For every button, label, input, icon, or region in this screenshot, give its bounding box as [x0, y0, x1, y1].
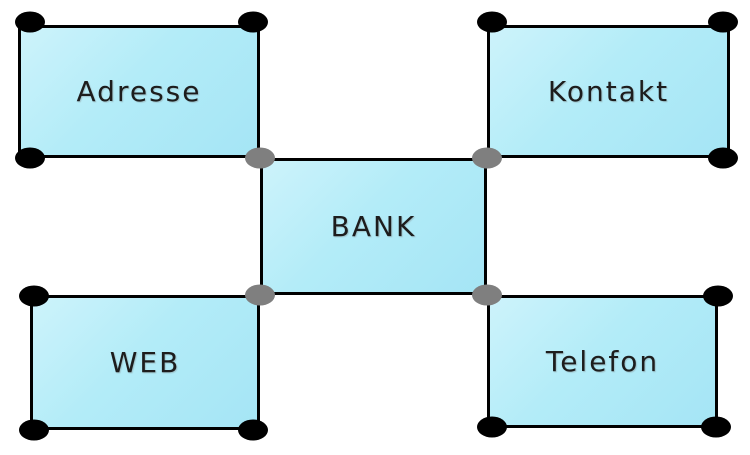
corner-dot-kontakt-top-right	[708, 11, 738, 33]
node-web-label: WEB	[109, 346, 181, 379]
node-telefon[interactable]: Telefon	[487, 295, 718, 428]
junction-dot-bank-top-right	[472, 147, 502, 169]
node-adresse[interactable]: Adresse	[18, 25, 260, 158]
node-kontakt-label: Kontakt	[547, 75, 670, 108]
corner-dot-adresse-top-right	[238, 11, 268, 33]
corner-dot-web-bottom-right	[238, 419, 268, 441]
node-telefon-label: Telefon	[545, 345, 660, 378]
corner-dot-web-top-left	[19, 285, 49, 307]
node-kontakt[interactable]: Kontakt	[487, 25, 730, 158]
junction-dot-bank-top-left	[245, 147, 275, 169]
corner-dot-web-bottom-left	[19, 419, 49, 441]
corner-dot-adresse-bottom-left	[15, 147, 45, 169]
corner-dot-telefon-bottom-left	[477, 416, 507, 438]
junction-dot-bank-bottom-right	[472, 284, 502, 306]
node-bank[interactable]: BANK	[260, 158, 487, 295]
corner-dot-telefon-bottom-right	[701, 416, 731, 438]
node-web[interactable]: WEB	[30, 295, 260, 430]
corner-dot-kontakt-bottom-right	[708, 147, 738, 169]
junction-dot-bank-bottom-left	[245, 284, 275, 306]
corner-dot-adresse-top-left	[15, 11, 45, 33]
node-adresse-label: Adresse	[76, 75, 202, 108]
corner-dot-telefon-top-right	[703, 285, 733, 307]
corner-dot-kontakt-top-left	[477, 11, 507, 33]
node-bank-label: BANK	[330, 210, 417, 243]
